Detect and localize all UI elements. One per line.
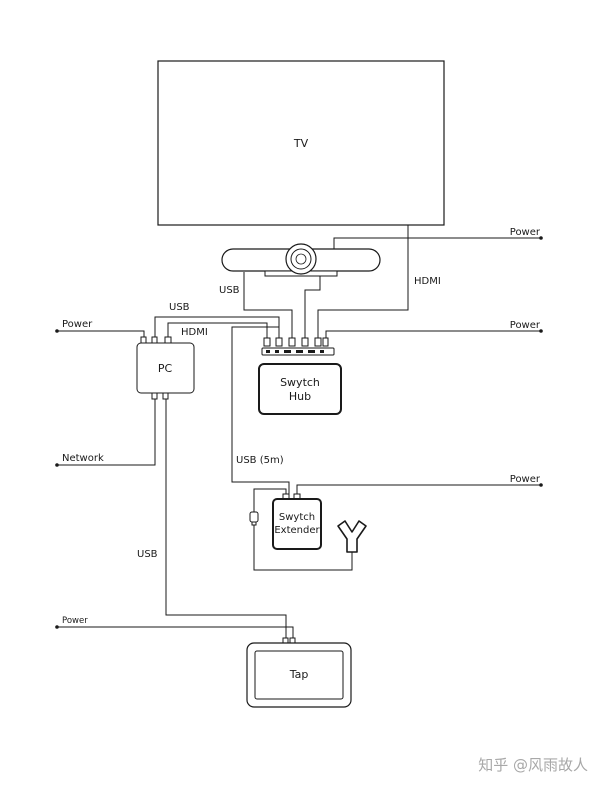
pc-power-plug <box>55 329 59 333</box>
cable-labels: Power HDMI USB USB HDMI Power Power Netw… <box>62 227 541 626</box>
extender-label-line2: Extender <box>274 525 320 536</box>
hub-strip-port-6 <box>320 350 324 353</box>
pc: PC <box>136 336 195 400</box>
hub-strip-port-2 <box>275 350 279 353</box>
tap-screen <box>254 650 344 700</box>
cable-ends <box>55 236 543 629</box>
usb-5m-cable <box>231 326 290 498</box>
tap: Tap <box>246 637 352 708</box>
label-power-extender: Power <box>510 474 541 485</box>
network-plug <box>55 463 59 467</box>
camera-power-cable <box>304 274 321 338</box>
camera-lens-core <box>295 253 307 265</box>
side-connector-body <box>249 511 259 523</box>
label-power-tv: Power <box>510 227 541 238</box>
hub-plug-3 <box>288 337 296 347</box>
label-power-pc: Power <box>62 319 93 330</box>
extender-box <box>272 498 322 550</box>
tap-plug-1 <box>282 637 289 644</box>
y-splitter <box>337 520 367 553</box>
tap-power-plug <box>55 625 59 629</box>
pc-port-power <box>140 336 147 344</box>
label-power-tap: Power <box>62 616 88 626</box>
label-usb-pc: USB <box>169 302 190 313</box>
hub-plug-5 <box>314 337 322 347</box>
tap-label: Tap <box>289 668 309 681</box>
hub-plug-4 <box>301 337 309 347</box>
pc-hdmi-cable <box>167 322 268 338</box>
side-connector-tip <box>251 521 257 526</box>
hub-box <box>258 363 342 415</box>
y-splitter-shape <box>337 520 367 553</box>
pc-port-hdmi <box>164 336 172 344</box>
tv-power-plug <box>539 236 543 240</box>
label-usb-camera: USB <box>219 285 240 296</box>
pc-port-usb-tap <box>162 392 169 400</box>
camera-usb-cable <box>243 272 293 338</box>
label-hdmi-tv: HDMI <box>414 276 441 287</box>
tap-usb-cable <box>165 393 287 643</box>
hub-power-cable <box>325 330 540 338</box>
label-power-hub: Power <box>510 320 541 331</box>
extender-power-cable <box>296 484 540 498</box>
speakermic-cable <box>253 524 353 571</box>
network-cable <box>58 393 156 466</box>
label-hdmi-pc: HDMI <box>181 327 208 338</box>
tv-screen <box>157 60 445 226</box>
tv-label: TV <box>293 137 309 150</box>
pc-port-network <box>151 392 158 400</box>
watermark: 知乎 @风雨故人 <box>478 756 588 774</box>
hub-strip-port-1 <box>266 350 270 353</box>
hub-label-line1: Swytch <box>280 376 320 389</box>
wires <box>58 225 540 643</box>
tv-power-cable <box>333 237 540 249</box>
label-network: Network <box>62 453 104 464</box>
pc-power-cable <box>58 330 145 338</box>
extender-power-plug <box>539 483 543 487</box>
hub-strip-port-5 <box>308 350 315 353</box>
tap-power-cable <box>58 626 294 643</box>
label-usb-5m: USB (5m) <box>236 455 284 466</box>
swytch-hub: Swytch Hub <box>258 337 342 415</box>
hub-power-plug <box>539 329 543 333</box>
hub-strip-port-4 <box>296 350 303 353</box>
swytch-extender: Swytch Extender <box>249 493 322 550</box>
hub-plug-6 <box>322 337 329 347</box>
hub-plug-2 <box>275 337 283 347</box>
hub-label-line2: Hub <box>289 390 311 403</box>
hub-plug-1 <box>263 337 271 347</box>
extender-label-line1: Swytch <box>279 512 315 523</box>
camera-bar <box>221 243 381 277</box>
hub-strip-port-3 <box>284 350 291 353</box>
pc-label: PC <box>158 362 173 375</box>
tap-plug-2 <box>289 637 296 644</box>
pc-port-usb <box>151 336 158 344</box>
label-usb-tap: USB <box>137 549 158 560</box>
tv-hdmi-cable <box>317 225 409 338</box>
tv: TV <box>157 60 445 226</box>
